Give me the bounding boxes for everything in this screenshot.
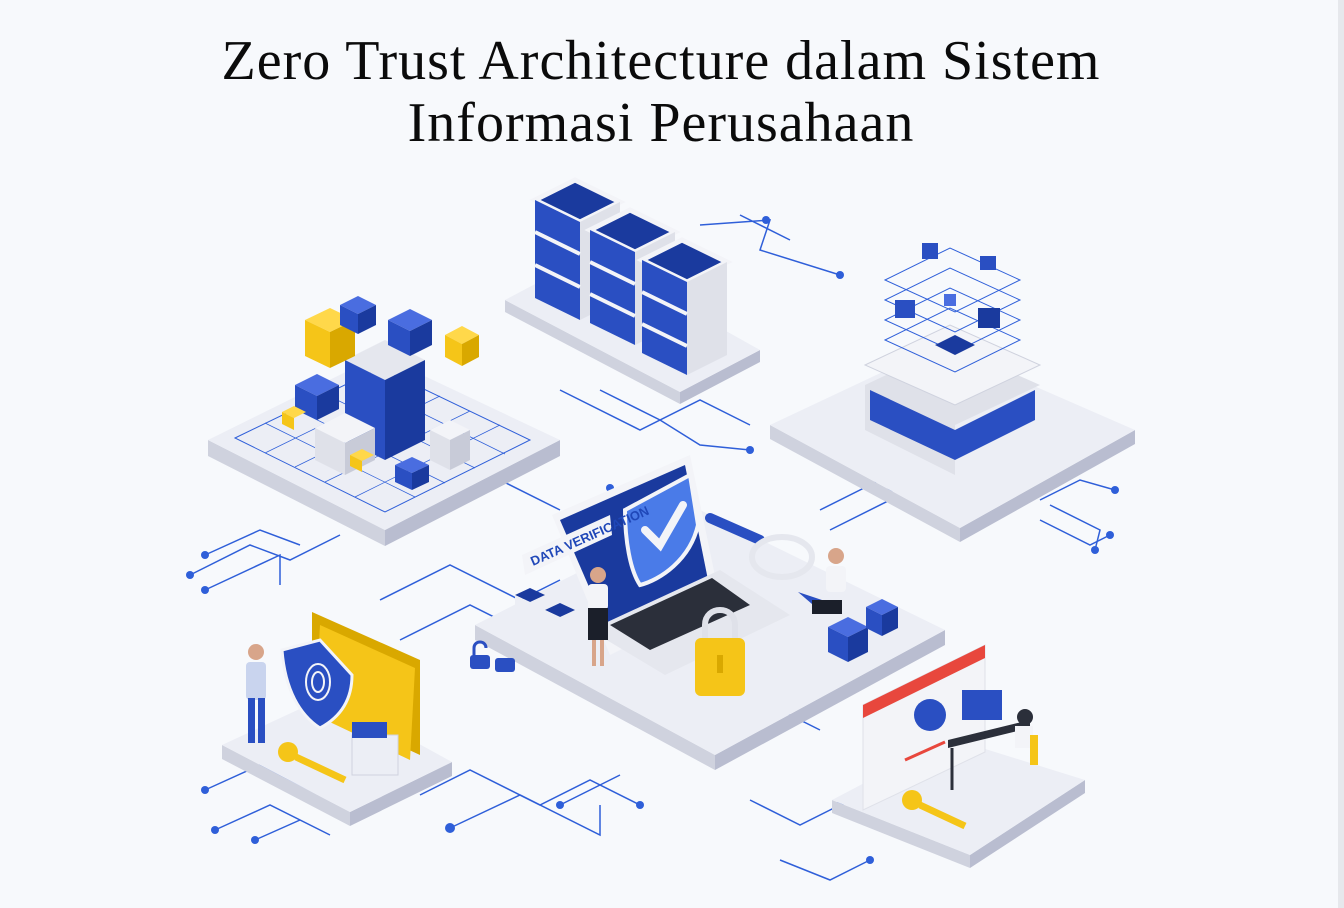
key-icon xyxy=(902,790,967,830)
person-with-laptop-icon xyxy=(798,548,846,614)
page-title: Zero Trust Architecture dalam Sistem Inf… xyxy=(0,30,1322,154)
shield-check-icon xyxy=(622,471,701,588)
title-line-2: Informasi Perusahaan xyxy=(407,92,915,154)
data-verification-platform: DATA VERIFICATION xyxy=(475,455,945,770)
servers-platform xyxy=(505,177,760,404)
title-line-1: Zero Trust Architecture dalam Sistem xyxy=(221,30,1101,92)
login-access-platform xyxy=(832,644,1085,868)
person-icon xyxy=(588,567,608,666)
secure-files-platform xyxy=(222,612,452,826)
desk-worker-icon xyxy=(948,690,1038,790)
cloud-storage-platform xyxy=(770,243,1135,542)
magnifier-icon xyxy=(705,513,815,580)
circuit-dots xyxy=(186,216,1119,864)
data-cubes-platform xyxy=(208,296,560,546)
person-icon xyxy=(246,644,266,743)
padlock-icon xyxy=(695,607,745,696)
server-rack-icon xyxy=(636,237,733,375)
key-icon xyxy=(278,742,347,784)
fingerprint-shield-icon xyxy=(280,638,354,730)
login-window-icon xyxy=(862,644,986,811)
folder-icon xyxy=(312,612,420,760)
unlock-icon xyxy=(470,640,515,672)
scrollbar[interactable] xyxy=(1338,0,1344,908)
